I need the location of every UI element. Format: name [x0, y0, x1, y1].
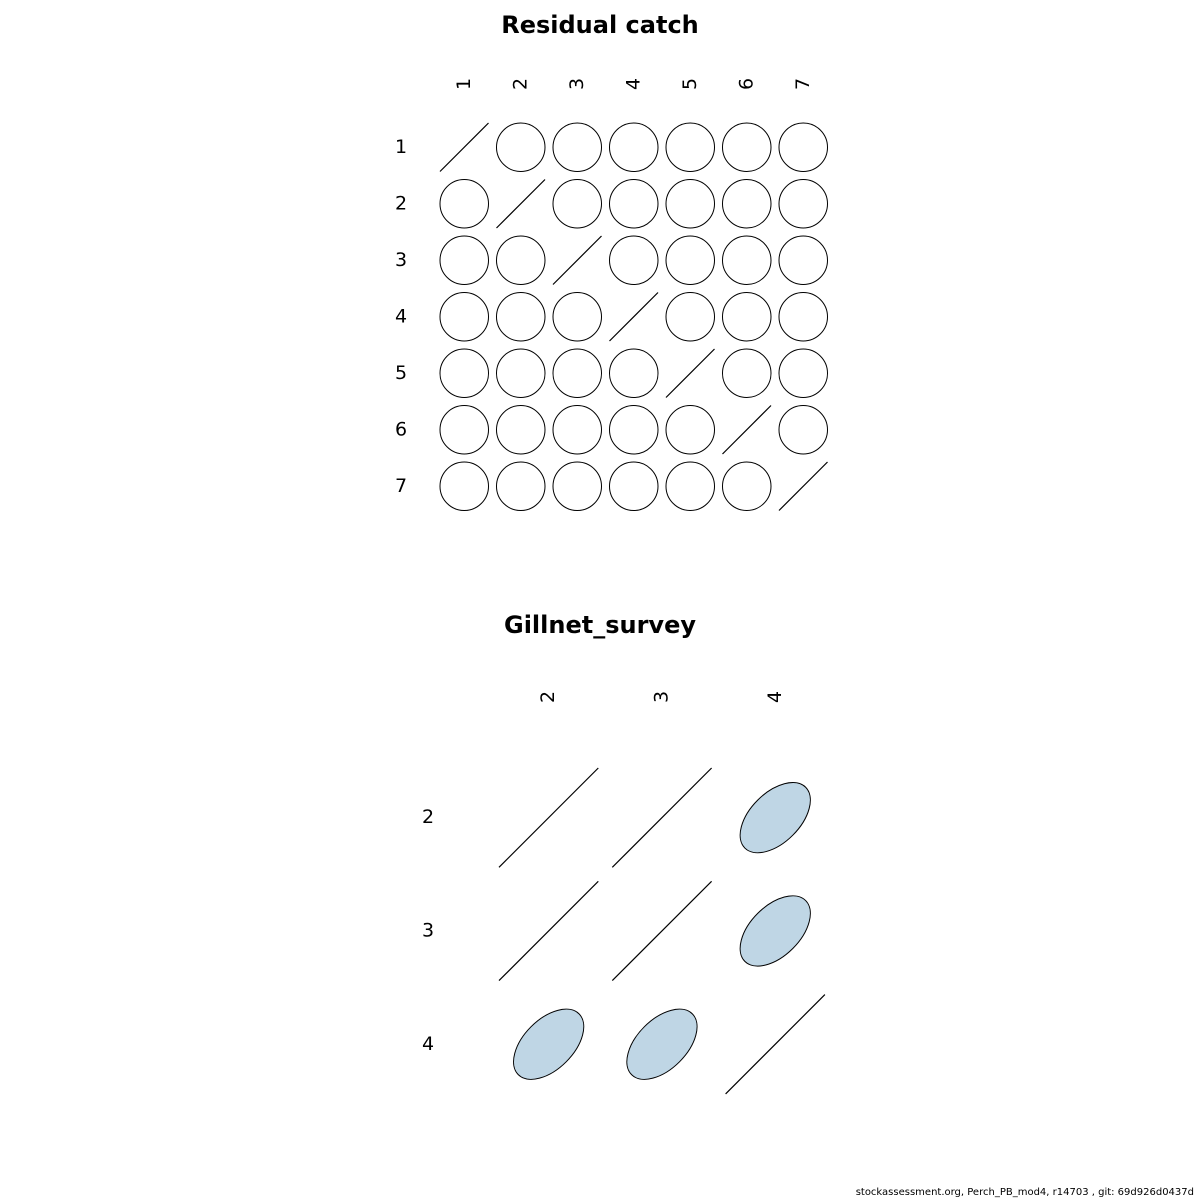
correlation-ellipse [496, 235, 546, 285]
column-label: 3 [650, 691, 672, 703]
correlation-ellipse [722, 179, 772, 229]
correlation-ellipse [439, 235, 489, 285]
correlation-ellipse [739, 895, 811, 967]
correlation-ellipse [609, 461, 659, 511]
gillnet-survey-panel: Gillnet_survey 2 3 4 2 3 4 [422, 611, 826, 1095]
correlation-ellipse [552, 348, 602, 398]
footer-text: stockassessment.org, Perch_PB_mod4, r147… [855, 1187, 1194, 1198]
correlation-ellipse [496, 405, 546, 455]
correlation-ellipse [496, 292, 546, 342]
row-label: 3 [422, 919, 434, 941]
correlation-line [439, 122, 489, 172]
correlation-line [498, 767, 599, 868]
row-label: 4 [422, 1033, 434, 1055]
correlation-ellipse [439, 461, 489, 511]
correlation-ellipse [552, 461, 602, 511]
correlation-line [611, 767, 713, 868]
row-label: 2 [422, 806, 434, 828]
column-label: 7 [792, 78, 814, 90]
correlation-line [498, 880, 599, 982]
correlation-ellipse [722, 122, 772, 172]
column-label: 1 [453, 78, 475, 90]
correlation-ellipse [778, 348, 828, 398]
correlation-ellipse [496, 122, 546, 172]
correlation-ellipse [665, 179, 715, 229]
correlation-ellipse [609, 405, 659, 455]
panel-title: Residual catch [501, 11, 699, 39]
row-label: 6 [395, 418, 407, 440]
correlation-line [609, 292, 659, 342]
row-label: 3 [395, 249, 407, 271]
correlation-line [722, 405, 772, 455]
correlation-ellipse [722, 348, 772, 398]
column-label: 4 [764, 691, 786, 703]
row-label: 4 [395, 305, 407, 327]
correlation-line [611, 880, 713, 982]
correlation-ellipse [739, 782, 811, 854]
row-label: 5 [395, 362, 407, 384]
correlation-ellipse [665, 404, 715, 455]
column-label: 5 [679, 78, 701, 90]
correlation-ellipse [665, 461, 715, 511]
correlation-ellipse [552, 405, 602, 455]
correlation-ellipse [722, 291, 772, 342]
correlation-line [552, 235, 602, 285]
correlation-ellipse [722, 235, 772, 285]
correlation-ellipse [439, 179, 489, 229]
correlation-ellipse [552, 179, 602, 229]
correlation-ellipse [626, 1008, 698, 1080]
correlation-ellipse [778, 122, 828, 173]
correlation-line [665, 348, 715, 398]
correlation-ellipse [778, 292, 828, 342]
correlation-ellipse [439, 348, 489, 398]
correlation-ellipse [513, 1008, 585, 1080]
column-label: 2 [509, 78, 531, 90]
correlation-ellipse [665, 122, 715, 172]
correlation-ellipse [552, 122, 602, 172]
column-label: 2 [537, 691, 559, 703]
correlation-ellipse [665, 235, 715, 285]
correlation-ellipse [439, 405, 489, 455]
correlation-ellipse [609, 122, 659, 172]
correlation-ellipse [609, 348, 659, 398]
column-label: 6 [735, 78, 757, 90]
row-label: 1 [395, 136, 407, 158]
correlation-ellipse [778, 405, 828, 455]
correlation-line [725, 994, 826, 1095]
correlation-ellipse [609, 235, 659, 285]
column-label: 3 [566, 78, 588, 90]
correlation-ellipse [552, 292, 602, 342]
residual-catch-panel: Residual catch 1 2 3 4 5 6 7 1 2 3 4 5 6 7 [395, 11, 828, 511]
correlation-line [496, 179, 546, 229]
column-label: 4 [622, 78, 644, 90]
correlation-ellipse [722, 461, 772, 511]
correlation-ellipse [778, 235, 828, 285]
correlation-ellipse [439, 292, 489, 342]
correlation-ellipse [665, 292, 715, 342]
correlation-ellipse [778, 179, 828, 229]
correlation-ellipse [609, 179, 659, 229]
row-label: 7 [395, 475, 407, 497]
correlation-ellipse [496, 348, 546, 398]
correlation-line [778, 461, 828, 511]
panel-title: Gillnet_survey [504, 611, 696, 639]
row-label: 2 [395, 192, 407, 214]
correlation-ellipse [496, 461, 546, 511]
